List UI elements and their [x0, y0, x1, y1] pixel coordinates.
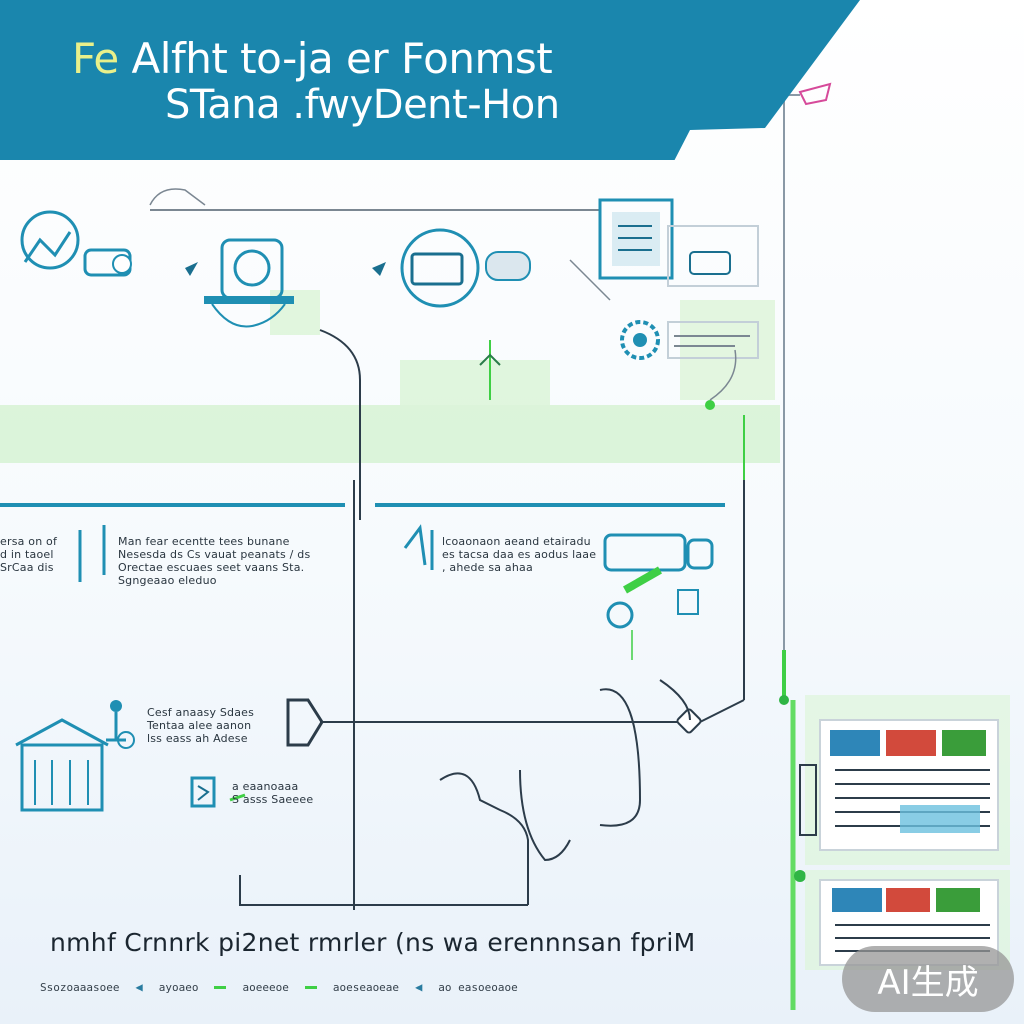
- text-block-5: a eaanoaaa S asss Saeeee: [232, 780, 314, 806]
- green-band: [0, 405, 780, 463]
- person-icon: [20, 210, 132, 277]
- flag-icon: [798, 82, 832, 106]
- header-title-line1: Fe Alfht to-ja er Fonmst: [72, 34, 553, 83]
- gear-icon: [620, 320, 759, 360]
- legend-arrow-icon: ◀: [415, 980, 423, 994]
- timeline-node: [779, 695, 789, 705]
- header-banner: [0, 0, 860, 160]
- arrow-box-icon: [190, 776, 246, 808]
- building-icon: [15, 718, 109, 812]
- legend-item-2: ayoaeo: [158, 980, 199, 994]
- text-block-2: Man fear ecentte tees bunane Nesesda ds …: [118, 535, 311, 587]
- legend-item-1: Ssozoaaasoee: [40, 980, 120, 994]
- header-title-rest: Alfht to-ja er Fonmst: [118, 34, 553, 83]
- header-title-accent: Fe: [72, 34, 119, 83]
- legend-dash-icon: [304, 985, 317, 989]
- legend-item-4: aoeseaoeae: [332, 980, 400, 994]
- timeline-node-2: [794, 870, 806, 882]
- monitor-panel-top: [799, 695, 1010, 865]
- globe-icon: [372, 228, 531, 308]
- text-block-1: ersa on of d in taoel SrCaa dis: [0, 535, 58, 574]
- legend-dash-icon: [214, 985, 227, 989]
- legend-item-5: ao easoeoaoe: [438, 980, 518, 994]
- document-icon: [598, 198, 759, 287]
- legend-item-3: aoeeeoe: [242, 980, 289, 994]
- robot-icon: [185, 238, 294, 328]
- header-title-line2: STana .fwyDent-Hon: [165, 82, 560, 128]
- text-block-3: lcoaonaon aeand etairadu es tacsa daa es…: [442, 535, 597, 574]
- ai-generated-badge: AI生成: [842, 946, 1014, 1012]
- green-band-top-glow: [400, 360, 550, 405]
- person-small-icon: [106, 700, 135, 749]
- green-band-glow-right: [680, 300, 775, 400]
- legend-arrow-icon: ◀: [135, 980, 143, 994]
- footer-legend: Ssozoaaasoee ◀ ayoaeo aoeeeoe aoeseaoeae…: [40, 978, 518, 996]
- footer-caption: nmhf Crnnrk pi2net rmrler (ns wa erennns…: [50, 928, 696, 957]
- device-icon: [603, 533, 714, 629]
- text-block-4: Cesf anaasy Sdaes Tentaa alee aanon lss …: [147, 706, 255, 745]
